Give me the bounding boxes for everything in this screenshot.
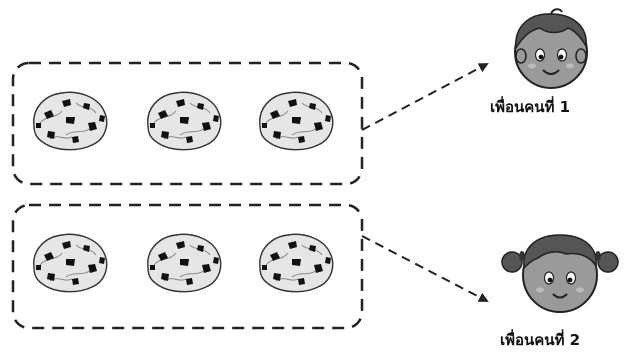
cookie-group-2: [11, 203, 364, 330]
group-1-dashed-box: [11, 61, 364, 186]
boy-face-icon: [514, 8, 588, 89]
arrow-to-friend-2: [361, 235, 489, 302]
cookie-icon: [259, 233, 334, 293]
cookie-icon: [147, 233, 222, 293]
group-2-dashed-box: [11, 203, 364, 330]
arrow-to-friend-1: [361, 63, 489, 131]
cookie-icon: [33, 233, 108, 293]
cookie-group-1: [11, 61, 364, 186]
friend-2-label: เพื่อนคนที่ 2: [500, 331, 581, 349]
cookie-icon: [259, 91, 334, 151]
friend-1-label: เพื่อนคนที่ 1: [490, 98, 571, 116]
cookie-icon: [147, 91, 222, 151]
girl-face-icon: [501, 234, 619, 313]
cookie-icon: [33, 91, 108, 151]
